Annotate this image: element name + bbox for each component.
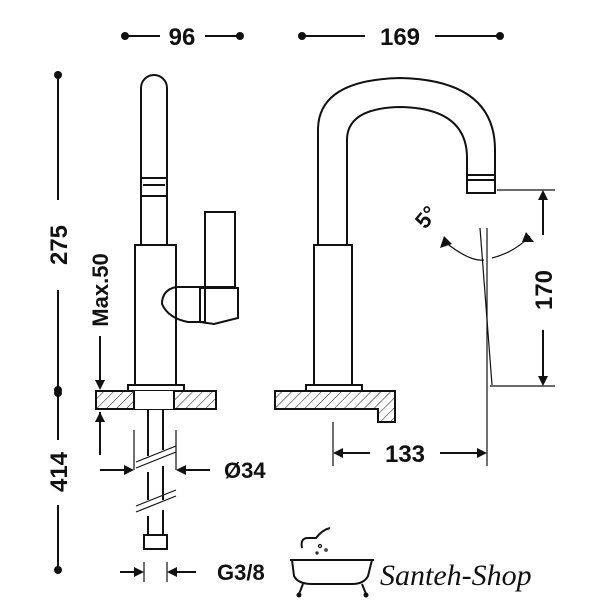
dimension-414-label: 414: [46, 451, 73, 492]
dimension-max50: Max.50: [88, 253, 113, 455]
faucet-front-view: [127, 74, 239, 392]
countertop-right: [274, 390, 396, 423]
dimension-133-label: 133: [385, 441, 425, 468]
dimension-thread: G3/8: [120, 560, 265, 585]
dimension-96: 96: [121, 24, 244, 51]
supply-pipe: [135, 409, 177, 550]
bathtub-icon: [290, 527, 374, 598]
brand-logo: Santeh-Shop: [290, 527, 532, 598]
dimension-diameter-label: Ø34: [224, 458, 266, 483]
dimension-133: 133: [332, 385, 488, 468]
angle-label: 5°: [410, 201, 443, 233]
dimension-96-label: 96: [169, 24, 196, 51]
brand-name: Santeh-Shop: [380, 559, 532, 592]
dimension-max50-label: Max.50: [88, 253, 113, 326]
countertop-left: [95, 390, 217, 410]
dimension-275: 275: [46, 71, 73, 394]
dimension-170: 170: [490, 189, 558, 387]
dimension-169: 169: [298, 24, 504, 51]
dimension-170-label: 170: [531, 270, 558, 310]
faucet-side-view: [305, 76, 496, 392]
dimension-169-label: 169: [380, 24, 420, 51]
dimension-thread-label: G3/8: [217, 560, 265, 585]
angle-indicator: 5°: [410, 201, 534, 386]
dimension-diameter: Ø34: [100, 430, 266, 483]
dimension-414: 414: [46, 389, 73, 574]
dimension-275-label: 275: [46, 225, 73, 265]
